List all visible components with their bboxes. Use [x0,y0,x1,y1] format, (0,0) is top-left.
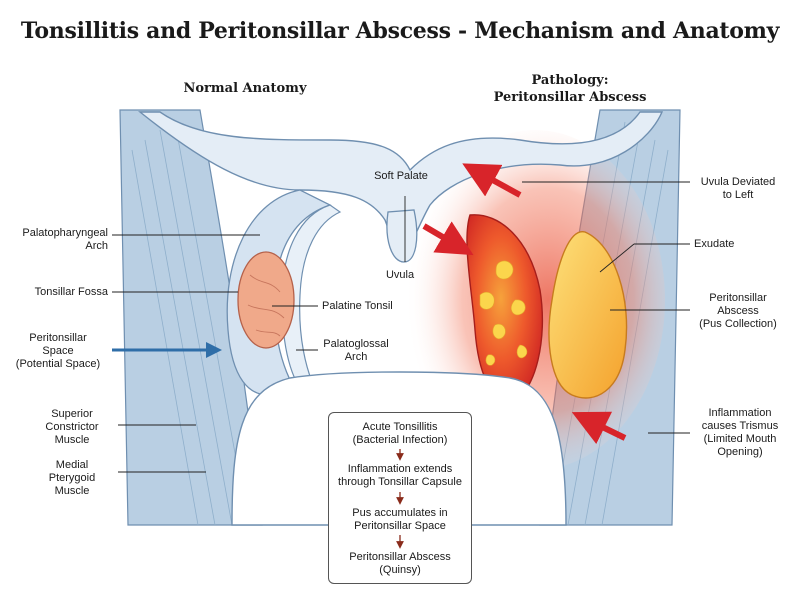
flow-arrows [396,449,404,549]
label-line: Opening) [717,446,763,458]
uvula-deviation-arrow [462,163,522,198]
right-leader-lines [522,181,690,434]
label-peritonsillar-space: Peritonsillar Space (Potential Space) [8,332,108,371]
label-tonsillar-fossa: Tonsillar Fossa [34,286,108,298]
label-line: Muscle [54,434,90,446]
trismus-arrow [571,411,627,445]
flow-step-2: Inflammation extends through Tonsillar C… [329,463,471,489]
flow-step-4: Peritonsillar Abscess (Quinsy) [329,551,471,577]
normal-anatomy-heading: Normal Anatomy [183,81,307,96]
mechanism-flowchart: Acute Tonsillitis (Bacterial Infection) … [328,412,472,584]
label-line: Palatoglossal [323,338,389,350]
label-line: Inflammation [708,407,772,419]
label-line: (Limited Mouth [703,433,777,445]
flow-step-3: Pus accumulates in Peritonsillar Space [329,507,471,533]
label-line: Peritonsillar [709,292,767,304]
label-line: (Potential Space) [15,358,101,370]
label-palatine-tonsil: Palatine Tonsil [322,300,393,312]
diagram-title: Tonsillitis and Peritonsillar Abscess - … [20,18,780,44]
soft-palate [138,111,664,251]
label-line: Superior [51,408,93,420]
pathology-heading-line1: Pathology: [531,73,609,88]
palatine-tonsil-shape [237,251,295,349]
flow-step-line: (Quinsy) [379,564,421,576]
label-superior-constrictor: Superior Constrictor Muscle [30,408,114,447]
uvula-shape [386,209,418,263]
pathology-heading: Pathology: Peritonsillar Abscess [470,72,670,106]
label-inflammation-trismus: Inflammation causes Trismus (Limited Mou… [690,407,790,459]
label-line: Muscle [54,485,90,497]
label-line: Peritonsillar [29,332,87,344]
left-leader-lines [112,196,406,473]
label-line: to Left [722,189,754,201]
flow-step-line: Peritonsillar Abscess [349,551,451,563]
flow-step-1: Acute Tonsillitis (Bacterial Infection) [329,421,471,447]
abscess-shape [548,231,628,399]
label-line: Arch [85,240,108,252]
label-line: Arch [344,351,368,363]
label-soft-palate: Soft Palate [374,170,428,182]
label-line: Palatopharyngeal [22,227,108,239]
label-line: Medial [55,459,89,471]
label-exudate: Exudate [694,238,735,250]
label-palatopharyngeal-arch: Palatopharyngeal Arch [2,227,108,253]
label-line: Pterygoid [48,472,96,484]
label-medial-pterygoid: Medial Pterygoid Muscle [30,459,114,498]
label-line: Abscess [717,305,759,317]
flow-step-line: Pus accumulates in [352,507,448,519]
label-uvula: Uvula [385,269,415,281]
label-line: Space [42,345,74,357]
label-line: causes Trismus [701,420,779,432]
flow-step-line: Acute Tonsillitis [362,421,438,433]
spread-arrow [422,221,474,256]
label-palatoglossal-arch: Palatoglossal Arch [318,338,394,364]
exudate-spots [479,260,528,366]
pathology-heading-line2: Peritonsillar Abscess [493,90,647,105]
flow-step-line: Inflammation extends [347,463,453,475]
label-peritonsillar-abscess: Peritonsillar Abscess (Pus Collection) [688,292,788,331]
label-line: Constrictor [45,421,99,433]
flow-step-line: (Bacterial Infection) [352,434,448,446]
flow-step-line: through Tonsillar Capsule [338,476,462,488]
label-uvula-deviated: Uvula Deviated to Left [690,176,786,202]
flow-step-line: Peritonsillar Space [354,520,446,532]
label-line: Uvula Deviated [700,176,776,188]
label-line: (Pus Collection) [699,318,777,330]
